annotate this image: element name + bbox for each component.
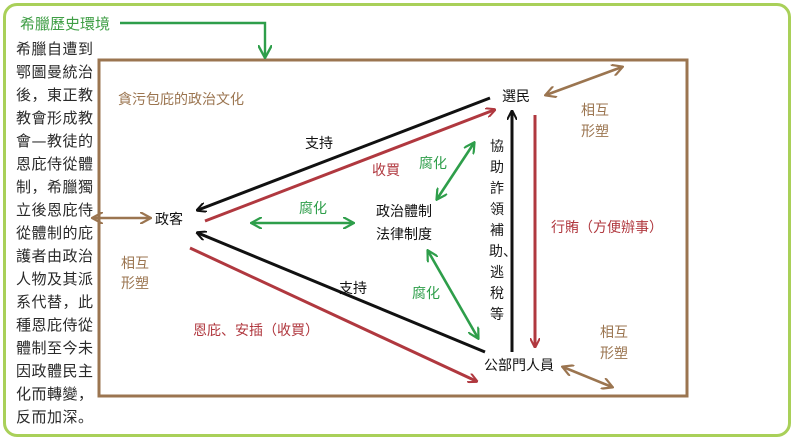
side-description: 希臘自遭到鄂圖曼統治後，東正教教會形成教會—教徒的恩庇侍從體制，希臘獨立後恩庇侍… (16, 40, 94, 426)
label-mutual-cs-2: 形塑 (600, 346, 628, 362)
diagram-title: 希臘歷史環境 (20, 15, 111, 33)
label-mutual-voters-2: 形塑 (581, 124, 609, 140)
support-arrow-voters-to-politicians (198, 96, 491, 210)
corrupt-arrow-bottom (428, 251, 478, 338)
node-voters: 選民 (502, 89, 530, 105)
culture-label: 貪污包庇的政治文化 (118, 92, 244, 108)
mutual-arrow-civil-servants (563, 367, 612, 387)
node-politicians: 政客 (155, 212, 183, 228)
label-corrupt-top: 腐化 (419, 156, 447, 172)
label-bribe: 收買 (372, 163, 400, 179)
label-assist: 協助詐領補助、逃稅等 (489, 139, 517, 323)
label-mutual-voters-1: 相互 (581, 103, 609, 119)
patronage-arrow (189, 246, 476, 381)
label-corrupt-left: 腐化 (299, 201, 327, 217)
label-mutual-cs-1: 相互 (600, 325, 628, 341)
label-mutual-left-2: 形塑 (121, 276, 149, 292)
label-support-top: 支持 (305, 136, 333, 152)
political-culture-frame (97, 58, 689, 398)
outer-frame (3, 3, 791, 437)
label-support-bottom: 支持 (339, 281, 367, 297)
node-center-line2: 法律制度 (376, 227, 432, 243)
corrupt-arrow-top (437, 143, 474, 199)
label-corrupt-bottom: 腐化 (412, 286, 440, 302)
label-patronage: 恩庇、安插（收買） (193, 323, 319, 339)
node-civil-servants: 公部門人員 (484, 358, 554, 374)
mutual-arrow-voters (546, 67, 622, 95)
bribe-arrow-politicians-to-voters (204, 110, 494, 223)
label-bribery: 行賄（方便辦事） (551, 220, 663, 236)
node-center-line1: 政治體制 (376, 204, 432, 220)
label-mutual-left-1: 相互 (121, 256, 149, 272)
context-arrow (120, 21, 265, 57)
